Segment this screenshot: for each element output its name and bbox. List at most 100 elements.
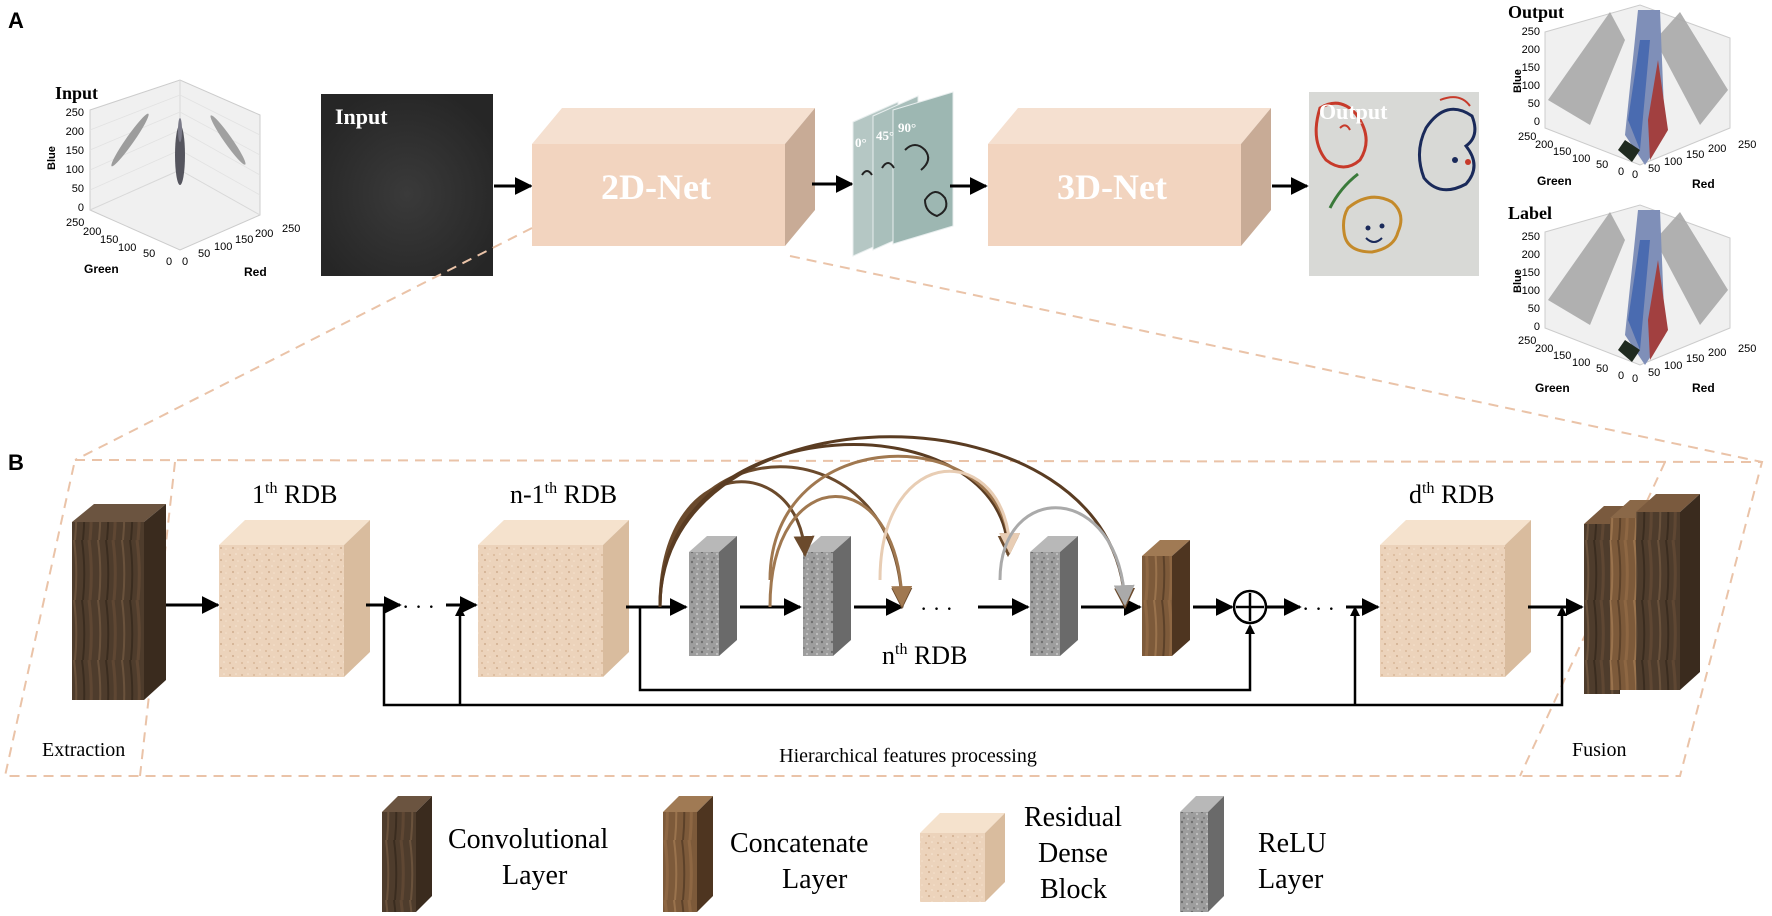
panel-b-label: B xyxy=(8,450,24,475)
output-scatter-plot: Output Blue 250 200 150 100 50 0 250 200… xyxy=(1508,2,1756,191)
tick: 200 xyxy=(255,228,273,240)
relu-block xyxy=(1030,536,1078,656)
fusion-label: Fusion xyxy=(1572,739,1626,761)
tick: 200 xyxy=(1535,139,1553,151)
extraction-label: Extraction xyxy=(42,739,125,761)
output-image-label: Output xyxy=(1319,99,1388,124)
label-plot-red-ticks: 0 50 100 150 200 250 xyxy=(1632,343,1756,385)
output-plot-title: Output xyxy=(1508,2,1564,22)
net-3d-label: 3D-Net xyxy=(1057,167,1167,207)
output-plot-xlabel: Green xyxy=(1537,174,1572,188)
output-plot-z-ticks: 250 200 150 100 50 0 xyxy=(1522,26,1540,128)
tick: 250 xyxy=(66,107,84,119)
output-plot-zlabel: Blue xyxy=(1512,69,1524,93)
tick: 50 xyxy=(1596,159,1608,171)
tick: 150 xyxy=(235,234,253,246)
output-plot-ylabel: Red xyxy=(1692,177,1715,191)
tick: 200 xyxy=(1708,347,1726,359)
input-plot-title: Input xyxy=(55,83,98,103)
label-plot-zlabel: Blue xyxy=(1512,269,1524,293)
dense-connection-arcs xyxy=(658,435,1136,610)
legend-conv-line2: Layer xyxy=(502,860,568,891)
input-image-label: Input xyxy=(335,104,388,129)
ellipsis: · · · xyxy=(402,594,435,619)
legend-relu-line1: ReLU xyxy=(1258,828,1326,859)
sum-node xyxy=(1232,589,1268,625)
tick: 150 xyxy=(100,234,118,246)
output-plot-green-ticks: 250 200 150 100 50 0 xyxy=(1518,131,1624,178)
input-plot-green-ticks: 250 200 150 100 50 0 xyxy=(66,217,172,268)
tick: 150 xyxy=(1553,350,1571,362)
input-image: Input xyxy=(321,94,493,276)
legend-rdb-line1: Residual xyxy=(1024,802,1122,833)
tick: 100 xyxy=(1522,285,1540,297)
ellipsis: · · · xyxy=(920,596,953,621)
tick: 0 xyxy=(1618,370,1624,382)
tick: 150 xyxy=(1522,267,1540,279)
tick: 200 xyxy=(1522,249,1540,261)
tick: 100 xyxy=(1572,153,1590,165)
tick: 200 xyxy=(1708,143,1726,155)
legend-concat-line1: Concatenate xyxy=(730,828,868,859)
legend-relu: ReLU Layer xyxy=(1180,796,1326,912)
rdb-n-minus-1-title: n-1th RDB xyxy=(510,480,617,509)
label-plot-z-ticks: 250 200 150 100 50 0 xyxy=(1522,231,1540,333)
tick: 50 xyxy=(1528,303,1540,315)
legend-conv: Convolutional Layer xyxy=(382,796,608,912)
polarization-image-stack: 0° 45° 90° xyxy=(852,91,954,257)
output-plot-red-ticks: 0 50 100 150 200 250 xyxy=(1632,139,1756,181)
tick: 50 xyxy=(1648,367,1660,379)
label-plot-ylabel: Red xyxy=(1692,381,1715,395)
net-2d-label: 2D-Net xyxy=(601,167,711,207)
input-plot-z-ticks: 250 200 150 100 50 0 xyxy=(66,107,84,214)
hierarchical-label: Hierarchical features processing xyxy=(779,745,1037,767)
concat-block xyxy=(1142,540,1190,656)
tick: 200 xyxy=(1522,44,1540,56)
rdb-block-d xyxy=(1380,520,1531,677)
net-3d-block: 3D-Net xyxy=(988,108,1271,246)
tick: 250 xyxy=(1518,335,1536,347)
tick: 0 xyxy=(1534,116,1540,128)
tick: 50 xyxy=(143,248,155,260)
legend-rdb-line2: Dense xyxy=(1038,838,1108,869)
tick: 250 xyxy=(1522,26,1540,38)
legend: Convolutional Layer Concatenate Layer Re… xyxy=(382,796,1326,912)
input-plot-red-ticks: 0 50 100 150 200 250 xyxy=(182,223,300,268)
tick: 250 xyxy=(282,223,300,235)
output-image: Output xyxy=(1309,92,1479,276)
legend-relu-line2: Layer xyxy=(1258,864,1324,895)
tick: 250 xyxy=(1738,139,1756,151)
relu-block xyxy=(689,536,737,656)
tick: 200 xyxy=(66,126,84,138)
tick: 0 xyxy=(1632,169,1638,181)
projection-lines xyxy=(74,227,1763,463)
tick: 100 xyxy=(1522,80,1540,92)
tick: 50 xyxy=(1528,98,1540,110)
skip-connections xyxy=(382,605,1564,707)
rdb-n-title: nth RDB xyxy=(882,641,967,670)
tick: 0 xyxy=(1534,321,1540,333)
skip-arrowheads xyxy=(455,606,1567,634)
rdb-1-title: 1th RDB xyxy=(252,480,337,509)
tick: 150 xyxy=(1686,149,1704,161)
tick: 50 xyxy=(72,183,84,195)
tick: 0 xyxy=(182,256,188,268)
tick: 150 xyxy=(66,145,84,157)
tick: 100 xyxy=(1664,360,1682,372)
tick: 50 xyxy=(198,248,210,260)
label-plot-title: Label xyxy=(1508,203,1552,223)
angle-label: 45° xyxy=(876,128,894,143)
panel-a-label: A xyxy=(8,8,24,33)
tick: 150 xyxy=(1686,353,1704,365)
tick: 100 xyxy=(1664,156,1682,168)
tick: 200 xyxy=(83,226,101,238)
legend-concat: Concatenate Layer xyxy=(663,796,868,912)
tick: 0 xyxy=(78,202,84,214)
legend-concat-line2: Layer xyxy=(782,864,848,895)
input-scatter-plot: Input Blue 250 200 150 100 50 0 250 200 … xyxy=(46,79,300,279)
legend-conv-line1: Convolutional xyxy=(448,824,608,855)
extraction-conv-block xyxy=(72,504,166,700)
label-plot-xlabel: Green xyxy=(1535,381,1570,395)
rdb-block-n-minus-1 xyxy=(478,520,629,677)
tick: 150 xyxy=(1553,146,1571,158)
